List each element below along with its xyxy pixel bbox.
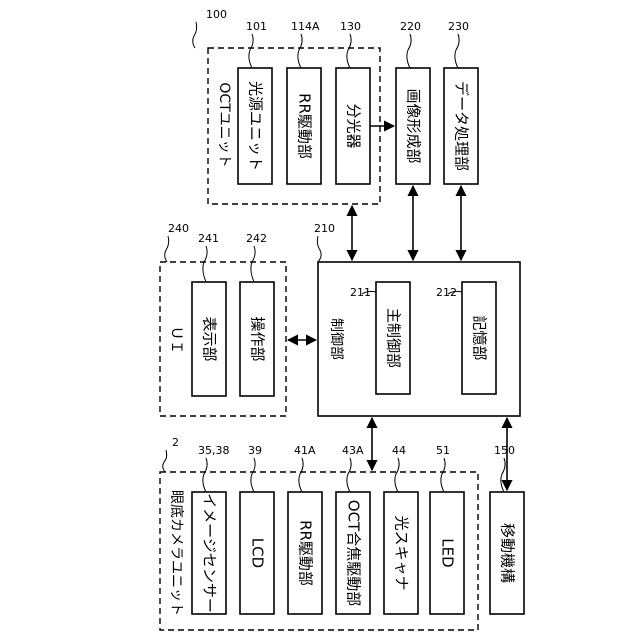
control-leader (317, 236, 321, 262)
fundus-rr-drive-ref: 41A (294, 444, 316, 457)
oct-unit-leader (193, 22, 197, 48)
oct-focus-ref: 43A (342, 444, 364, 457)
image-forming-ref: 220 (400, 20, 421, 33)
data-processing-block: データ処理部 230 (444, 20, 478, 184)
led-leader (441, 458, 445, 492)
scanner-label: 光スキャナ (393, 515, 411, 590)
movement-ref: 150 (494, 444, 515, 457)
splitter-leader (347, 34, 351, 68)
movement-label: 移動機構 (499, 523, 517, 583)
image-forming-leader (407, 34, 411, 68)
oct-rr-drive-ref: 114A (291, 20, 320, 33)
operation-leader (251, 246, 255, 282)
oct-focus-leader (347, 458, 351, 492)
splitter-label: 分光器 (345, 103, 363, 148)
fundus-unit-ref: 2 (172, 436, 179, 449)
ui-leader (165, 236, 169, 262)
oct-unit-title: OCTユニット (216, 82, 232, 167)
scanner-leader (395, 458, 399, 492)
ui-group: ＵＩ 240 表示部 241 操作部 242 (160, 222, 286, 416)
light-source-leader (249, 34, 253, 68)
led-ref: 51 (436, 444, 450, 457)
image-forming-label: 画像形成部 (405, 88, 423, 163)
control-block: 制御部 210 主制御部 211 記憶部 212 (314, 222, 520, 416)
image-sensor-ref: 35,38 (198, 444, 230, 457)
main-control-ref: 211 (350, 286, 371, 299)
scanner-ref: 44 (392, 444, 406, 457)
ui-title: ＵＩ (168, 326, 184, 354)
control-ref: 210 (314, 222, 335, 235)
image-forming-block: 画像形成部 220 (396, 20, 430, 184)
fundus-rr-drive-leader (299, 458, 303, 492)
fundus-unit-group: 眼底カメラユニット 2 イメージセンサー 35,38 LCD 39 RR駆動部 … (160, 436, 478, 630)
light-source-ref: 101 (246, 20, 267, 33)
lcd-leader (251, 458, 255, 492)
display-ref: 241 (198, 232, 219, 245)
movement-leader (501, 458, 505, 492)
oct-unit-ref: 100 (206, 8, 227, 21)
light-source-label: 光源ユニット (247, 81, 265, 171)
ui-ref: 240 (168, 222, 189, 235)
oct-focus-label: OCT合焦駆動部 (345, 500, 363, 606)
oct-rr-drive-leader (298, 34, 302, 68)
lcd-label: LCD (249, 538, 267, 568)
display-leader (203, 246, 207, 282)
data-processing-leader (455, 34, 459, 68)
control-title: 制御部 (328, 318, 344, 360)
splitter-ref: 130 (340, 20, 361, 33)
led-label: LED (439, 538, 457, 567)
fundus-unit-title: 眼底カメラユニット (168, 490, 184, 616)
fundus-unit-leader (163, 450, 167, 472)
display-label: 表示部 (201, 316, 219, 361)
fundus-rr-drive-label: RR駆動部 (297, 520, 315, 586)
data-processing-label: データ処理部 (453, 81, 471, 171)
main-control-label: 主制御部 (385, 308, 403, 368)
oct-rr-drive-label: RR駆動部 (296, 93, 314, 159)
data-processing-ref: 230 (448, 20, 469, 33)
image-sensor-leader (203, 458, 207, 492)
operation-label: 操作部 (249, 316, 267, 361)
oct-unit-group: OCTユニット 100 光源ユニット 101 RR駆動部 114A 分光器 13… (193, 8, 380, 204)
storage-label: 記憶部 (471, 315, 489, 360)
image-sensor-label: イメージセンサー (201, 493, 219, 613)
operation-ref: 242 (246, 232, 267, 245)
storage-ref: 212 (436, 286, 457, 299)
lcd-ref: 39 (248, 444, 262, 457)
